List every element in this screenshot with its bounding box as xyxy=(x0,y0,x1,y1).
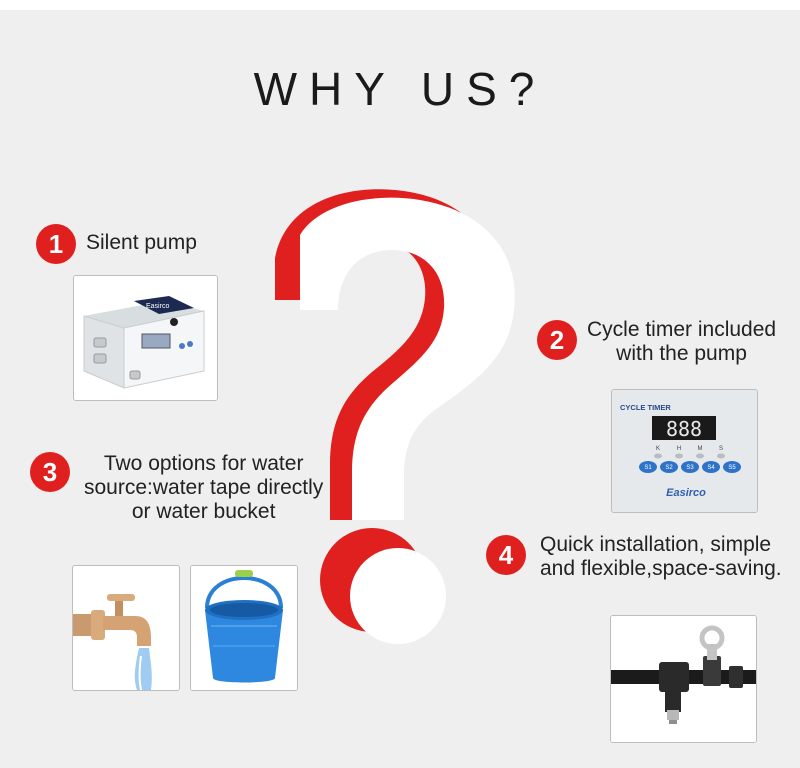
feature-3-line-2: source:water tape directly xyxy=(84,476,324,499)
feature-2-line-2: with the pump xyxy=(616,342,747,365)
feature-1-text: Silent pump xyxy=(86,231,197,254)
feature-3: 3 Two options for water source:water tap… xyxy=(30,452,323,524)
feature-4-badge: 4 xyxy=(486,535,526,575)
feature-4-line-2: and flexible,space-saving. xyxy=(540,557,782,580)
faucet-image xyxy=(72,565,180,691)
page-title: WHY US? xyxy=(253,63,547,115)
feature-2-line-1: Cycle timer included xyxy=(587,318,777,341)
indicator-h: H xyxy=(677,446,681,452)
feature-2: 2 Cycle timer included with the pump xyxy=(537,318,776,366)
timer-button-s3: S3 xyxy=(686,465,694,471)
feature-3-line-1: Two options for water xyxy=(103,452,304,475)
timer-button-s4: S4 xyxy=(707,465,715,471)
feature-3-badge: 3 xyxy=(30,452,70,492)
feature-1-badge: 1 xyxy=(36,224,76,264)
feature-3-line-3: or water bucket xyxy=(131,500,276,523)
feature-2-text: Cycle timer included with the pump xyxy=(587,318,776,366)
pump-box-logo: Easirco xyxy=(146,303,169,310)
tee-connector-image xyxy=(610,615,757,743)
timer-button-s1: S1 xyxy=(644,465,652,471)
feature-2-badge: 2 xyxy=(537,320,577,360)
feature-1: 1 Silent pump xyxy=(36,224,197,264)
indicator-s: S xyxy=(719,446,723,452)
cycle-timer-image: CYCLE TIMER 888 K H M S S1 S2 S3 S4 S5 xyxy=(611,389,758,513)
timer-button-s5: S5 xyxy=(728,465,736,471)
feature-4-text: Quick installation, simple and flexible,… xyxy=(540,533,782,581)
timer-label: CYCLE TIMER xyxy=(620,403,671,412)
indicator-k: K xyxy=(656,446,660,452)
feature-4: 4 Quick installation, simple and flexibl… xyxy=(486,533,782,581)
timer-logo: Easirco xyxy=(666,487,706,499)
top-band xyxy=(0,0,800,10)
timer-display: 888 xyxy=(666,417,702,441)
feature-4-line-1: Quick installation, simple xyxy=(540,533,772,556)
pump-box-image: Easirco xyxy=(73,275,218,401)
timer-button-s2: S2 xyxy=(665,465,673,471)
indicator-m: M xyxy=(698,446,703,452)
bucket-image xyxy=(190,565,298,691)
feature-3-text: Two options for water source:water tape … xyxy=(84,452,323,524)
